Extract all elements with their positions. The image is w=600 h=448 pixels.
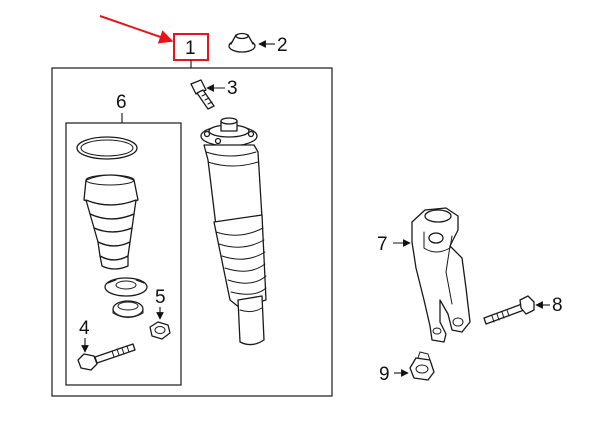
callout-9[interactable]: 9 [379,364,390,385]
callout-3[interactable]: 3 [227,78,238,99]
callout-2[interactable]: 2 [277,35,288,56]
seal-ring [76,136,138,160]
kit-frame [65,122,182,386]
callout-4[interactable]: 4 [79,318,90,339]
callout-5[interactable]: 5 [155,287,166,308]
bolt-part-4 [77,343,136,371]
callout-1[interactable]: 1 [173,33,209,61]
dust-boot [83,174,139,270]
callout-4-label: 4 [79,318,90,339]
bump-stop-washer [104,277,148,297]
bolt-part-8 [483,295,535,325]
nut-part-5 [149,321,171,340]
callout-2-label: 2 [277,35,288,56]
callout-6[interactable]: 6 [116,92,127,113]
highlight-arrow [99,15,174,44]
callout-5-label: 5 [155,287,166,308]
callout-1-label: 1 [185,38,196,59]
callout-9-label: 9 [379,364,390,385]
nut-part-2 [228,32,256,53]
callout-6-label: 6 [116,92,127,113]
air-strut [200,117,267,346]
assembly-frame [51,67,333,397]
bracket-part-7 [411,207,471,343]
bolt-part-3 [190,79,215,110]
spacer-ring [112,300,144,318]
callout-8[interactable]: 8 [552,295,563,316]
callout-7[interactable]: 7 [377,234,388,255]
callout-3-label: 3 [227,78,238,99]
nut-part-9 [409,351,435,381]
callout-7-label: 7 [377,234,388,255]
callout-8-label: 8 [552,295,563,316]
